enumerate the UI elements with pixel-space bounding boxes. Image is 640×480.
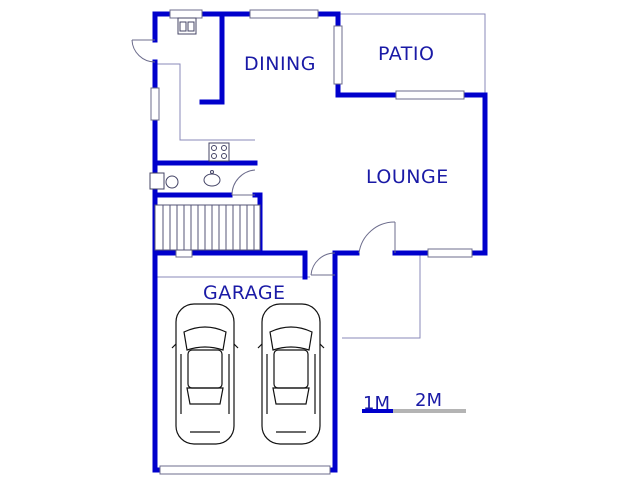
room-label-lounge: LOUNGE <box>366 166 449 188</box>
fixtures <box>149 17 230 190</box>
car-right-icon <box>257 303 325 445</box>
kitchen-passage-line <box>155 63 255 141</box>
car-left-icon <box>171 303 239 445</box>
room-label-dining: DINING <box>244 53 316 75</box>
scale-label-2m: 2M <box>415 390 442 411</box>
wall-garage-top <box>152 250 308 280</box>
sliding-door-dining-patio <box>333 25 343 85</box>
patio-outline <box>338 13 486 95</box>
window-lounge-south <box>427 248 473 258</box>
entry-door-top-left <box>131 39 156 63</box>
room-label-garage: GARAGE <box>203 282 286 304</box>
doors <box>131 39 396 276</box>
front-porch-outline <box>342 253 421 339</box>
scale-bar: 1M 2M <box>362 390 466 414</box>
door-scullery <box>231 169 256 196</box>
sink-icon <box>177 17 197 35</box>
room-label-patio: PATIO <box>378 43 434 65</box>
stove-icon <box>208 142 230 162</box>
door-lounge-entry <box>358 221 396 254</box>
windows <box>150 9 473 475</box>
door-garage <box>310 252 336 276</box>
washing-machine-icon <box>149 172 179 190</box>
garage-door <box>159 465 331 475</box>
window-west <box>150 87 160 121</box>
basin-icon <box>203 170 221 187</box>
scale-label-1m: 1M <box>363 393 390 414</box>
window-top-left <box>169 9 203 19</box>
staircase <box>154 204 261 251</box>
window-patio-south <box>395 90 465 100</box>
wall-kitchen <box>199 11 225 105</box>
window-dining-top <box>249 9 319 19</box>
